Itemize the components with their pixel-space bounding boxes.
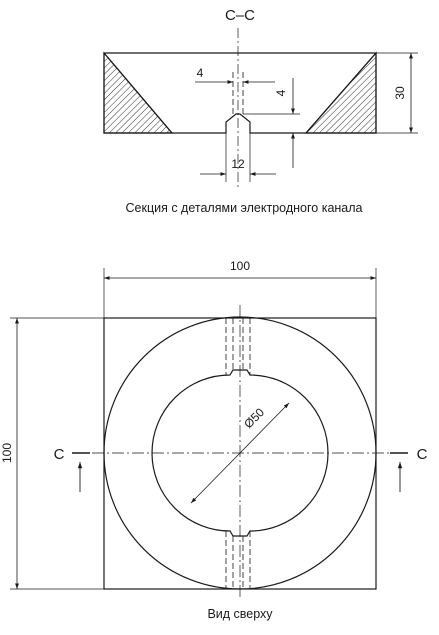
section-outline xyxy=(103,52,377,134)
dim-slot-width: 4 xyxy=(197,66,204,80)
dim-bottom-width: 12 xyxy=(231,157,245,171)
dim-height: 100 xyxy=(0,443,14,463)
section-title: С–С xyxy=(225,7,255,24)
dim-width: 100 xyxy=(230,259,250,273)
dim-slot-depth: 4 xyxy=(274,89,288,96)
section-view: С–С 4 4 30 12 Се xyxy=(103,7,418,215)
diameter-line xyxy=(239,402,290,454)
conical-edge-right xyxy=(305,52,377,134)
dim-thickness: 30 xyxy=(393,86,407,100)
plan-view: 100 100 С С Ø50 xyxy=(0,259,428,621)
conical-edge-left xyxy=(103,52,173,134)
cut-label-left: С xyxy=(54,446,65,463)
section-caption: Секция с деталями электродного канала xyxy=(126,201,363,215)
dim-diameter: Ø50 xyxy=(241,405,267,431)
plan-caption: Вид сверху xyxy=(207,607,273,621)
cut-label-right: С xyxy=(417,446,428,463)
